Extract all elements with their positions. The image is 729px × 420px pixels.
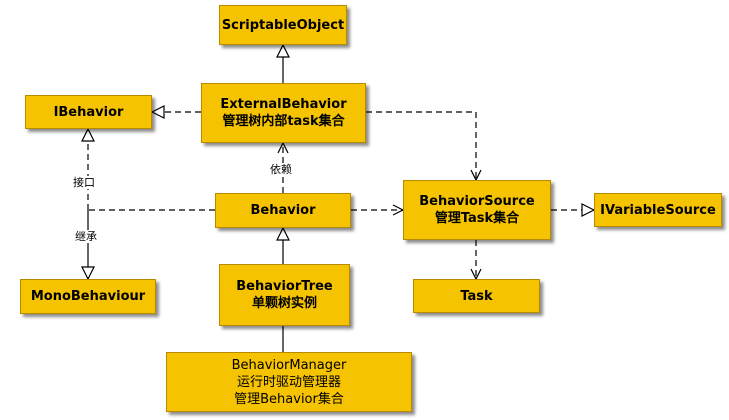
node-behavior-manager-label: BehaviorManager	[231, 357, 347, 373]
node-external-behavior: ExternalBehavior 管理树内部task集合	[201, 83, 366, 143]
node-behavior-manager-note-1: 运行时驱动管理器	[236, 374, 341, 390]
node-behavior-label: Behavior	[250, 203, 316, 218]
edge-label-interface: 接口	[72, 176, 96, 189]
node-behavior: Behavior	[215, 193, 351, 228]
node-external-behavior-note: 管理树内部task集合	[222, 114, 345, 129]
edge-label-dependency: 依赖	[269, 163, 293, 176]
edge-external-to-behaviorsource	[366, 111, 482, 182]
node-scriptable-object-label: ScriptableObject	[221, 17, 345, 33]
node-behavior-source-note: 管理Task集合	[434, 211, 520, 226]
node-external-behavior-label: ExternalBehavior	[220, 97, 347, 112]
edge-label-inheritance: 继承	[74, 230, 98, 243]
node-task: Task	[413, 279, 540, 313]
node-mono-behaviour: MonoBehaviour	[20, 279, 156, 314]
node-task-label: Task	[460, 288, 493, 304]
node-behavior-source: BehaviorSource 管理Task集合	[403, 180, 551, 240]
node-ibehavior: IBehavior	[25, 95, 152, 129]
node-ibehavior-label: IBehavior	[53, 104, 124, 120]
node-scriptable-object: ScriptableObject	[219, 5, 347, 45]
node-mono-behaviour-label: MonoBehaviour	[30, 289, 146, 304]
node-ivariable-source: IVariableSource	[594, 193, 722, 227]
node-behavior-tree-label: BehaviorTree	[236, 279, 333, 294]
node-behavior-tree: BehaviorTree 单颗树实例	[219, 264, 350, 326]
node-behavior-tree-note: 单颗树实例	[251, 296, 317, 311]
node-ivariable-source-label: IVariableSource	[600, 202, 716, 218]
node-behavior-source-label: BehaviorSource	[419, 194, 535, 209]
node-behavior-manager: BehaviorManager 运行时驱动管理器 管理Behavior集合	[166, 352, 412, 412]
node-behavior-manager-note-2: 管理Behavior集合	[234, 391, 344, 407]
